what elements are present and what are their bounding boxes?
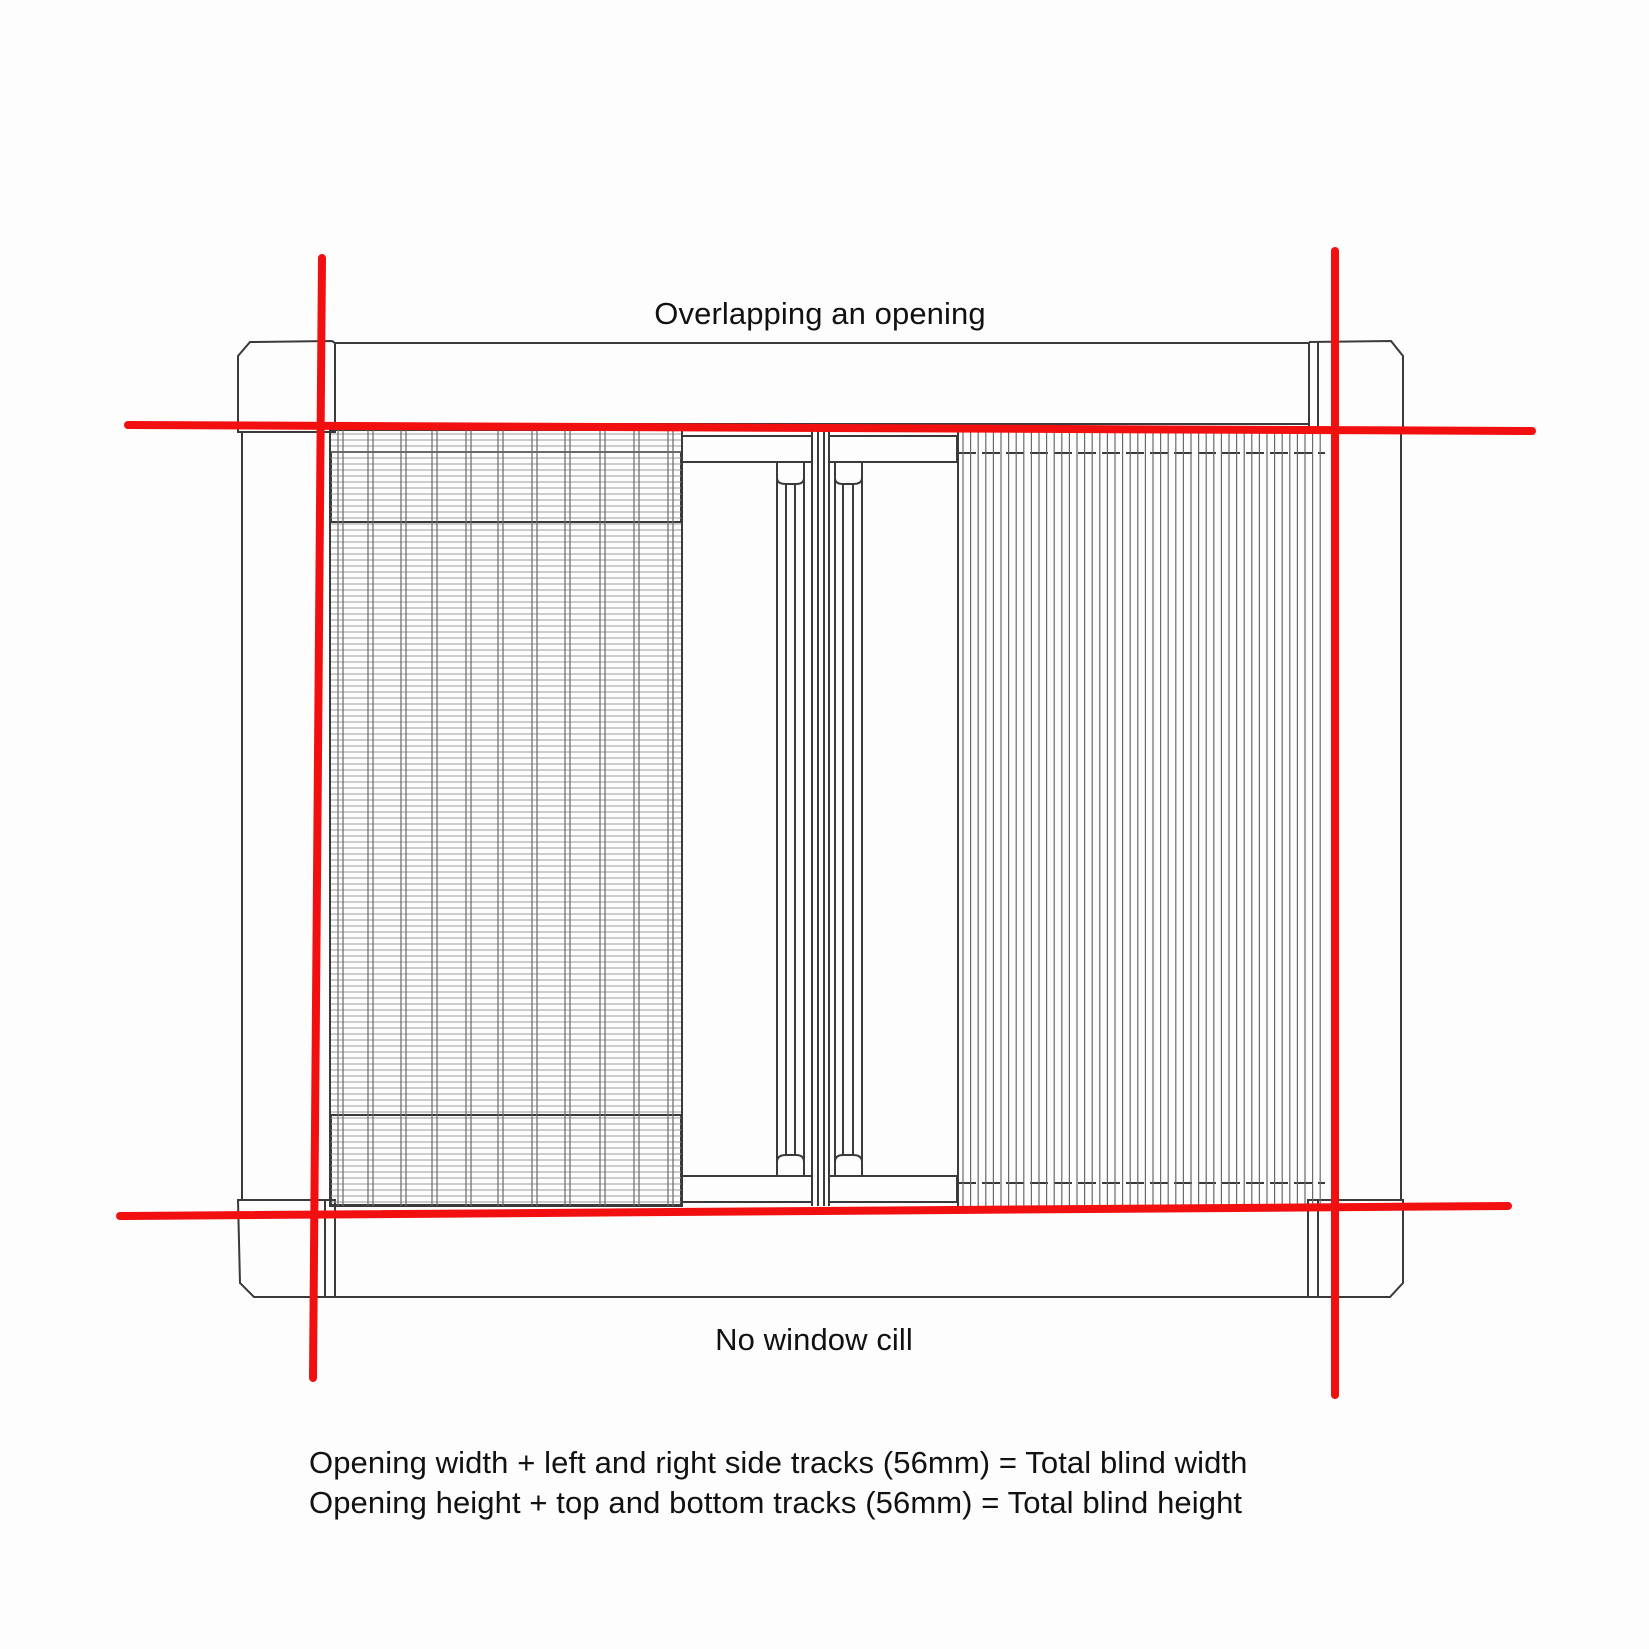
frame-top-bar (335, 342, 1309, 425)
top-measure-line (124, 421, 1536, 435)
frame-top-right-cap (1308, 339, 1404, 433)
frame-bottom-right-cap (1307, 1199, 1404, 1298)
left-measure-line (309, 254, 326, 1382)
height-formula: Opening height + top and bottom tracks (… (309, 1485, 1243, 1520)
frame-bottom-left-cap (236, 1199, 336, 1298)
pleated-screen-panel (957, 430, 1325, 1206)
measurement-lines (116, 247, 1536, 1399)
frame-top-rail (237, 339, 336, 433)
title-no-window-cill: No window cill (715, 1322, 913, 1357)
width-formula: Opening width + left and right side trac… (309, 1445, 1248, 1480)
center-rail-channels (681, 430, 958, 1206)
title-overlapping-opening: Overlapping an opening (654, 296, 986, 331)
bottom-measure-line (116, 1202, 1512, 1220)
mesh-screen-panel (329, 429, 683, 1207)
